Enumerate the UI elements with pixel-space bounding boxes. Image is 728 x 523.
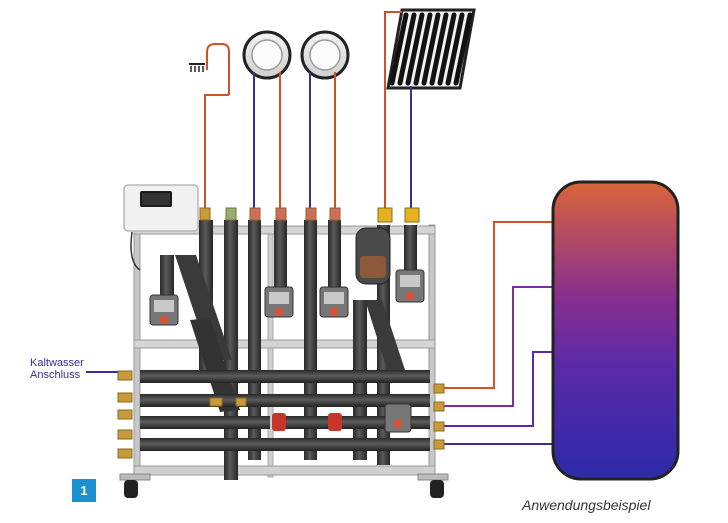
figure-number-badge: 1 (72, 479, 96, 502)
pump-icon (395, 269, 425, 303)
pump-icon (384, 403, 412, 433)
radiator-icon (300, 30, 350, 80)
controller-icon (123, 184, 199, 271)
pump-icon (264, 286, 294, 318)
pump-icon (149, 294, 179, 326)
solar-collector-icon (386, 8, 476, 90)
separator-vessel (355, 227, 391, 285)
pump-icon (319, 286, 349, 318)
storage-tank-icon (551, 180, 680, 481)
cold-water-connection-label: Kaltwasser Anschluss (30, 357, 84, 381)
valve-handles (272, 413, 342, 431)
tank-lines (440, 221, 553, 445)
cold-water-label-line1: Kaltwasser (30, 357, 84, 369)
side-connectors (117, 370, 445, 459)
supply-lines (204, 11, 412, 212)
application-example-caption: Anwendungsbeispiel (522, 497, 651, 513)
radiator-icon (242, 30, 292, 80)
cold-water-label-line2: Anschluss (30, 369, 81, 381)
shower-icon (189, 43, 230, 95)
top-fittings (199, 207, 420, 223)
